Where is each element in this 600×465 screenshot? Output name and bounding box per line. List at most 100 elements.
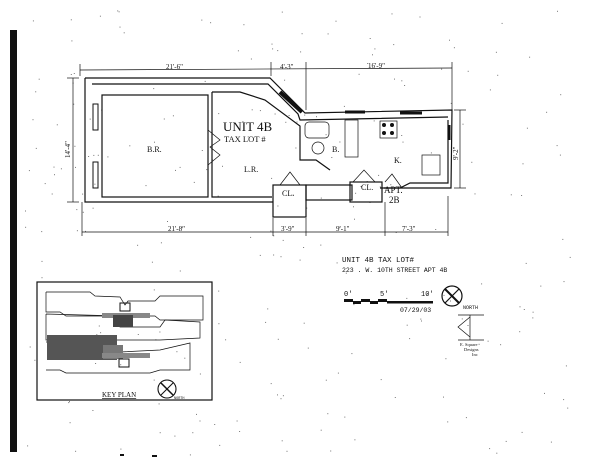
room-label-bath: B.	[332, 145, 339, 154]
speck	[474, 193, 476, 195]
speck	[151, 261, 153, 263]
speck	[247, 136, 249, 138]
speck	[325, 134, 327, 136]
room-label-living-room: L.R.	[244, 165, 258, 174]
toilet	[311, 141, 325, 155]
dim-bottom-2: 3'-9"	[281, 225, 295, 233]
speck	[96, 334, 98, 336]
speck	[526, 127, 528, 129]
speck	[300, 51, 302, 53]
speck	[277, 50, 279, 52]
speck	[41, 277, 43, 279]
speck	[519, 306, 521, 308]
speck	[172, 115, 174, 117]
speck	[74, 145, 76, 147]
speck	[181, 227, 183, 229]
speck	[510, 194, 512, 196]
bedroom-walls	[101, 94, 209, 198]
speck	[540, 285, 542, 287]
speck	[92, 207, 94, 209]
speck	[97, 154, 99, 156]
speck	[218, 290, 220, 292]
speck	[285, 121, 287, 123]
speck	[521, 195, 523, 196]
speck	[89, 118, 91, 120]
unit-label: UNIT 4B	[223, 119, 273, 134]
speck	[118, 11, 120, 13]
speck	[225, 339, 227, 341]
speck	[267, 308, 269, 310]
speck	[75, 450, 77, 452]
speck	[284, 79, 286, 81]
speck	[337, 372, 339, 374]
speck	[73, 103, 75, 105]
firm-line-3: Inc	[472, 352, 478, 357]
closet-door	[279, 171, 301, 186]
speck	[450, 102, 452, 104]
dim-right-height: 9'-2"	[452, 146, 460, 160]
speck	[219, 444, 221, 446]
speck	[358, 73, 360, 75]
speck	[163, 118, 165, 120]
speck	[159, 331, 161, 333]
speck	[393, 44, 395, 46]
speck	[259, 254, 261, 256]
speck	[280, 256, 282, 258]
title-line-1: UNIT 4B TAX LOT#	[342, 257, 415, 265]
window	[278, 90, 304, 114]
speck	[391, 13, 393, 15]
speck	[88, 156, 90, 157]
speck	[316, 116, 317, 118]
speck	[330, 450, 332, 452]
speck	[426, 294, 428, 296]
speck	[277, 338, 279, 340]
speck	[270, 230, 272, 232]
speck	[44, 183, 46, 185]
speck	[214, 424, 216, 425]
speck	[95, 363, 97, 364]
speck	[421, 320, 422, 322]
speck	[419, 16, 421, 18]
scan-mark	[120, 454, 124, 456]
firm-line-1: E. Square	[460, 342, 478, 347]
speck	[401, 80, 403, 82]
firm-logo	[457, 314, 484, 341]
speck	[154, 141, 155, 143]
speck	[286, 450, 288, 452]
speck	[336, 262, 338, 264]
neighbor-apt-number: 2B	[389, 195, 400, 205]
speck	[338, 226, 340, 228]
speck	[404, 85, 406, 86]
speck	[335, 20, 337, 22]
speck	[420, 318, 422, 320]
speck	[32, 20, 34, 22]
speck	[519, 331, 521, 333]
speck	[174, 435, 176, 437]
speck	[505, 440, 507, 442]
speck	[563, 281, 565, 283]
speck	[273, 254, 275, 256]
speck	[374, 48, 376, 50]
speck	[60, 168, 62, 170]
scale-bar	[344, 299, 433, 304]
speck	[41, 231, 43, 233]
key-plan-north-icon	[157, 379, 177, 399]
speck	[199, 373, 201, 375]
speck	[117, 10, 119, 12]
speck	[327, 413, 329, 415]
speck	[282, 239, 284, 241]
speck	[394, 397, 396, 398]
speck	[100, 332, 102, 334]
window	[92, 103, 99, 131]
firm-line-2: Designs	[464, 347, 479, 352]
dim-bottom-1: 21'-8"	[168, 225, 185, 233]
speck	[282, 395, 284, 397]
bathtub	[304, 121, 330, 139]
speck	[27, 445, 29, 447]
dim-top-middle: 4'-3"	[280, 63, 294, 71]
speck	[445, 358, 447, 360]
speck	[546, 111, 548, 113]
speck	[487, 340, 489, 342]
speck	[192, 432, 194, 434]
speck	[453, 47, 455, 49]
